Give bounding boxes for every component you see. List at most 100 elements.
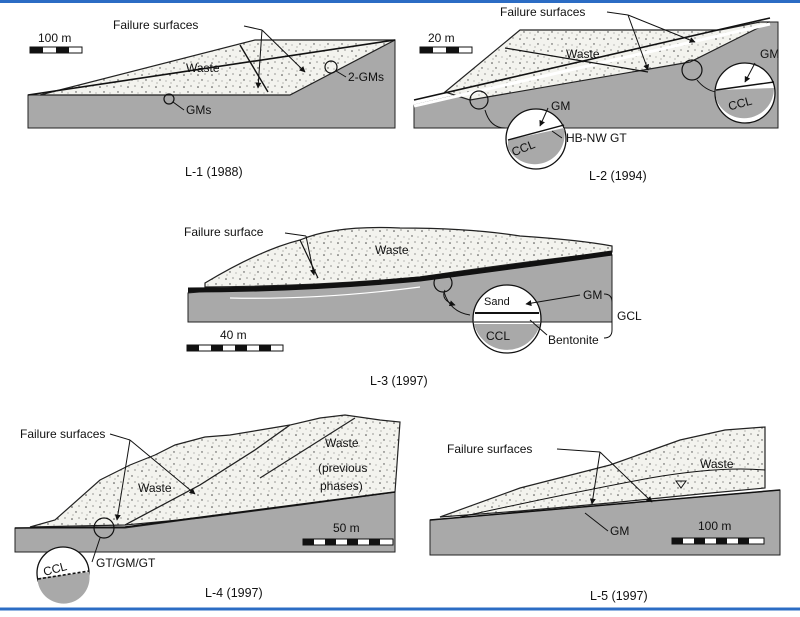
l1-leader-b [255, 29, 263, 89]
l3-scale-bar: 40 m [186, 328, 284, 352]
l3-gm-label: GM [583, 288, 602, 302]
l2-gm-a-leader [539, 107, 549, 127]
l2-failure-surface [504, 47, 649, 73]
l1-leader-c [261, 29, 306, 73]
l2-gm-a-label: GM [551, 99, 570, 113]
l1-gms-label: GMs [186, 103, 211, 117]
l2-detail-circle-right [681, 59, 703, 81]
l5-caption: L-5 (1997) [590, 589, 648, 603]
l3-liner-thick [187, 250, 613, 293]
l5-gm-leader [584, 512, 609, 532]
l4-base-liner [14, 491, 396, 529]
panel-l5: 100 m Failure surfaces Waste GM L-5 (199… [429, 426, 781, 603]
l1-caption: L-1 (1988) [185, 165, 243, 179]
l2-detail-connector-b [696, 79, 717, 93]
l2-inset-a-liner [507, 124, 565, 141]
l5-leader-a [556, 448, 601, 453]
l2-leader-c [627, 14, 696, 43]
l5-gm-label: GM [610, 524, 629, 538]
l2-leader-b [627, 14, 649, 71]
panel-l2: 20 m Failure surfaces Waste GM CCL HB-NW… [413, 5, 779, 183]
l3-detail-circle-small [433, 273, 453, 293]
l5-waste-label: Waste [700, 457, 734, 471]
l4-leader-c [129, 439, 196, 495]
l3-detail-arrow [443, 289, 456, 307]
l5-base-liner [429, 489, 781, 521]
l3-failure-leader-b [305, 235, 316, 276]
l5-leader-c [599, 451, 653, 503]
l2-hbnw-label: HB-NW GT [566, 131, 627, 145]
l2-scale-bar: 20 m [419, 31, 473, 54]
l3-gm-leader [525, 294, 581, 307]
l2-ccl-b-label: CCL [727, 94, 754, 114]
l1-liner [27, 39, 396, 96]
l4-ground [14, 491, 396, 553]
l1-failure-surface [239, 44, 269, 93]
l2-inset-b-fill [716, 88, 775, 119]
l3-bent-leader [529, 319, 548, 336]
l4-leader-b [114, 439, 131, 521]
l2-caption: L-2 (1994) [589, 169, 647, 183]
l1-failure-label: Failure surfaces [113, 18, 198, 32]
l2-scale-label: 20 m [428, 31, 455, 45]
l1-scale-label: 100 m [38, 31, 71, 45]
l2-detail-connector-a [484, 109, 506, 129]
l4-leader-a [109, 433, 131, 441]
l4-inset-liner [37, 570, 90, 580]
l4-ccl-label: CCL [42, 559, 69, 579]
l2-waste-label: Waste [566, 47, 600, 61]
l4-scale-bar: 50 m [302, 521, 394, 546]
l4-prev-edge [259, 417, 356, 479]
l5-water-mark [675, 480, 687, 489]
l1-2gms-leader [335, 70, 347, 78]
l4-detail-circle-small [93, 517, 115, 539]
l5-failure-label: Failure surfaces [447, 442, 532, 456]
panel-l4: 50 m Failure surfaces Waste Waste (previ… [14, 414, 401, 604]
l3-liner-white [229, 286, 421, 299]
l3-failure-leader-a [284, 232, 307, 237]
l1-waste-label: Waste [186, 61, 220, 75]
l1-detail-circle-b [163, 93, 175, 105]
l2-inset-b-liner [715, 81, 775, 91]
l2-gm-b-label: GM [760, 47, 779, 61]
panel-l3: 40 m Failure surface Waste Sand GM GCL C… [184, 225, 642, 388]
l2-failure-label: Failure surfaces [500, 5, 585, 19]
l4-failure-label: Failure surfaces [20, 427, 105, 441]
l3-sand-label: Sand [484, 296, 510, 308]
l3-scale-label: 40 m [220, 328, 247, 342]
l4-waste-prev-3: phases) [320, 479, 363, 493]
l4-liner-label: GT/GM/GT [96, 556, 156, 570]
l4-waste-prev-2: (previous [318, 461, 367, 475]
l3-detail-connector [443, 291, 471, 316]
l3-waste-label: Waste [375, 243, 409, 257]
l5-leader-b [589, 451, 601, 505]
l4-waste-prev-1: Waste [325, 436, 359, 450]
l1-scale-bar: 100 m [29, 31, 83, 54]
l3-gcl-label: GCL [617, 309, 642, 323]
l5-scale-bar: 100 m [671, 519, 765, 545]
l1-gms-leader [172, 101, 185, 111]
l4-scale-label: 50 m [333, 521, 360, 535]
l5-waste [439, 426, 766, 518]
panel-l1: 100 m Failure surfaces Waste GMs 2-GMs L… [27, 18, 396, 179]
l4-inset-fill [38, 572, 90, 604]
l4-caption: L-4 (1997) [205, 586, 263, 600]
l4-liner-leader [91, 537, 101, 563]
l2-hbnw-leader [551, 130, 563, 139]
l5-scale-label: 100 m [698, 519, 731, 533]
l4-waste-label: Waste [138, 481, 172, 495]
l3-caption: L-3 (1997) [370, 374, 428, 388]
l2-inset-a-fill [508, 128, 565, 165]
l3-inset-fill [474, 324, 540, 350]
l2-liner [413, 17, 771, 101]
l1-detail-circle-a [324, 60, 338, 74]
l2-detail-circle-small [469, 90, 489, 110]
l3-bentonite-label: Bentonite [548, 333, 599, 347]
l2-gm-b-leader [744, 62, 756, 83]
l2-leader-a [606, 11, 629, 16]
l1-leader-a [243, 25, 263, 31]
l3-failure-label: Failure surface [184, 225, 264, 239]
l5-inner-edge [459, 468, 766, 518]
l3-ccl-label: CCL [486, 329, 510, 343]
